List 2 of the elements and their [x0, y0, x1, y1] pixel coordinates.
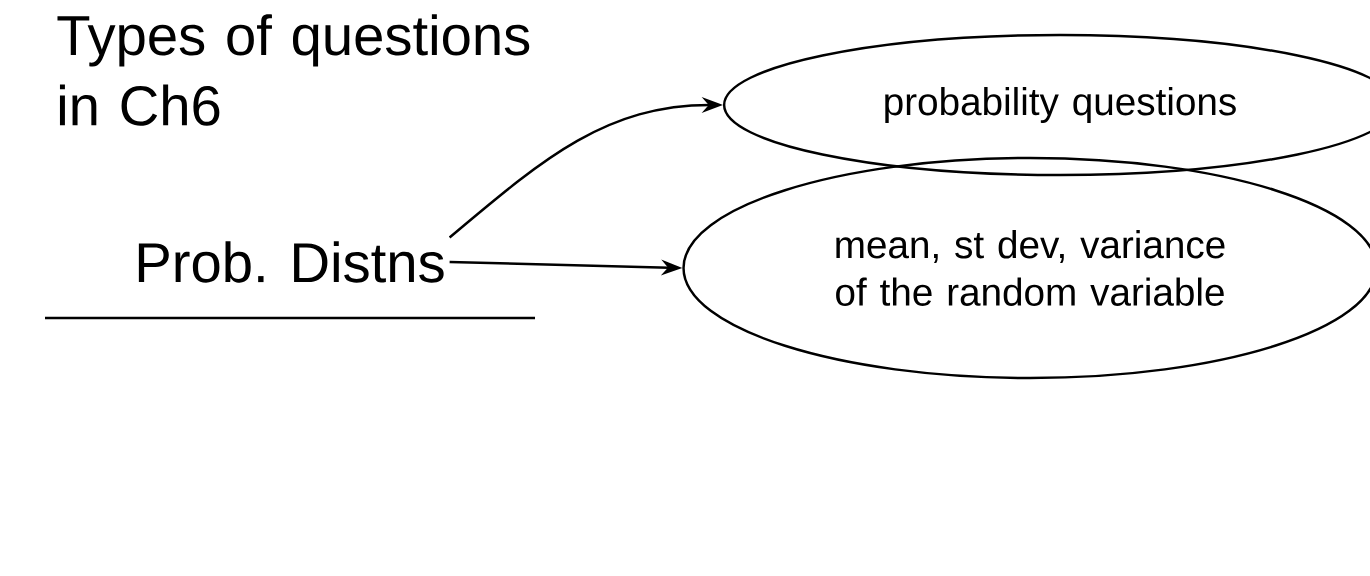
- label-text: Prob. Distns: [138, 241, 444, 283]
- title: Types of questions in Ch6: [57, 14, 530, 126]
